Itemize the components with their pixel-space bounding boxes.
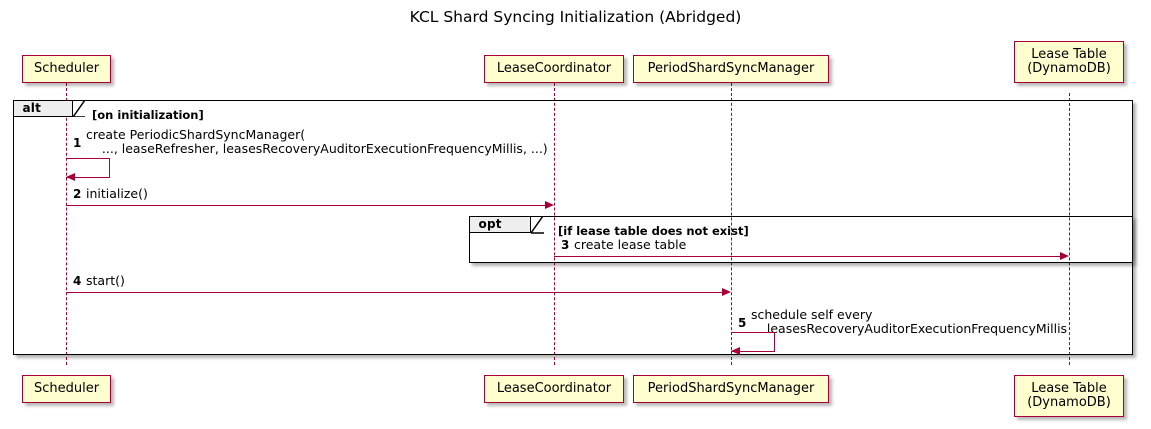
lifeline-lease-coordinator <box>554 83 555 365</box>
message-3-number: 3 <box>561 238 570 252</box>
message-2-line <box>66 205 545 206</box>
message-4-number: 4 <box>73 274 82 288</box>
participant-label: Scheduler <box>33 381 100 396</box>
fragment-alt-guard: [on initialization] <box>92 108 204 122</box>
participant-label: Scheduler <box>33 61 100 76</box>
participant-lease-coordinator-bottom[interactable]: LeaseCoordinator <box>484 375 624 403</box>
message-3-line <box>554 256 1060 257</box>
message-2-arrowhead <box>545 200 554 209</box>
message-1-text-line2: ..., leaseRefresher, leasesRecoveryAudit… <box>86 141 548 156</box>
participant-label: PeriodShardSyncManager <box>647 61 815 76</box>
participant-label: LeaseCoordinator <box>496 381 612 396</box>
message-5-text-line2: leasesRecoveryAuditorExecutionFrequencyM… <box>751 321 1068 336</box>
message-1-number: 1 <box>73 136 82 150</box>
fragment-alt-tab-slash <box>72 99 85 117</box>
message-4-text: start() <box>86 273 125 288</box>
participant-lease-table-top[interactable]: Lease Table (DynamoDB) <box>1014 41 1124 83</box>
message-3-arrowhead <box>1060 251 1069 260</box>
message-1-self-loop <box>66 158 110 178</box>
participant-scheduler-bottom[interactable]: Scheduler <box>22 375 111 403</box>
lifeline-lease-table <box>1069 93 1070 365</box>
message-1-text-line1: create PeriodicShardSyncManager( <box>86 127 306 142</box>
participant-lease-table-bottom[interactable]: Lease Table (DynamoDB) <box>1014 375 1124 417</box>
message-1-arrowhead <box>66 173 75 181</box>
message-2-text: initialize() <box>86 186 148 201</box>
participant-label-line1: Lease Table <box>1031 381 1107 396</box>
participant-label-line2: (DynamoDB) <box>1027 395 1111 410</box>
participant-period-shard-sync-manager-bottom[interactable]: PeriodShardSyncManager <box>633 375 829 403</box>
message-4-line <box>66 292 722 293</box>
participant-label-line1: Lease Table <box>1031 47 1107 62</box>
fragment-alt-keyword: alt <box>12 99 73 117</box>
message-5-text-line1: schedule self every <box>751 307 873 322</box>
message-5-number: 5 <box>738 316 747 330</box>
message-5-self-loop <box>731 332 775 352</box>
fragment-opt: opt <box>468 215 1133 263</box>
fragment-opt-keyword: opt <box>468 215 531 233</box>
participant-scheduler-top[interactable]: Scheduler <box>22 55 111 83</box>
message-4-arrowhead <box>722 287 731 296</box>
fragment-opt-guard: [if lease table does not exist] <box>558 224 749 238</box>
lifeline-scheduler <box>66 83 67 365</box>
lifeline-period-shard-sync-manager <box>731 83 732 365</box>
message-3-text: create lease table <box>574 237 687 252</box>
diagram-title: KCL Shard Syncing Initialization (Abridg… <box>409 8 742 26</box>
participant-label: LeaseCoordinator <box>496 61 612 76</box>
fragment-opt-tab-slash <box>530 215 544 234</box>
participant-label: PeriodShardSyncManager <box>647 381 815 396</box>
participant-lease-coordinator-top[interactable]: LeaseCoordinator <box>484 55 624 83</box>
participant-label-line2: (DynamoDB) <box>1027 61 1111 76</box>
participant-period-shard-sync-manager-top[interactable]: PeriodShardSyncManager <box>633 55 829 83</box>
message-2-number: 2 <box>73 187 82 201</box>
message-5-arrowhead <box>731 347 740 355</box>
